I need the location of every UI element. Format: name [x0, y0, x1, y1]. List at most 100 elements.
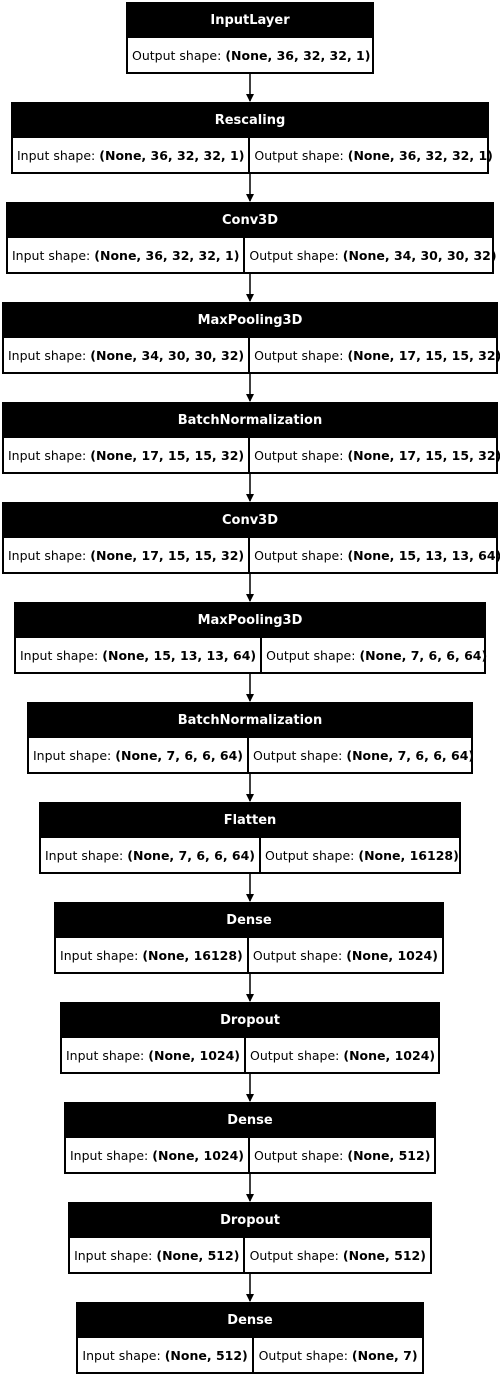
output-shape-value: (None, 1024) — [343, 1047, 436, 1063]
input-shape-value: (None, 34, 30, 30, 32) — [90, 347, 245, 363]
shape-row: Input shape:(None, 1024) Output shape:(N… — [62, 1038, 438, 1072]
output-shape-value: (None, 15, 13, 13, 64) — [347, 547, 500, 563]
input-shape-cell: Input shape:(None, 16128) — [56, 938, 247, 972]
layer-node-dropout: Dropout Input shape:(None, 512) Output s… — [68, 1202, 432, 1274]
layer-title: Dense — [66, 1104, 434, 1138]
output-shape-cell: Output shape:(None, 512) — [243, 1238, 430, 1272]
output-shape-cell: Output shape:(None, 7, 6, 6, 64) — [247, 738, 478, 772]
input-shape-label: Input shape: — [8, 347, 87, 363]
input-shape-label: Input shape: — [70, 1147, 149, 1163]
layer-title: MaxPooling3D — [16, 604, 484, 638]
input-shape-value: (None, 16128) — [142, 947, 243, 963]
shape-row: Input shape:(None, 512) Output shape:(No… — [70, 1238, 430, 1272]
layer-title: Dropout — [70, 1204, 430, 1238]
shape-row: Input shape:(None, 15, 13, 13, 64) Outpu… — [16, 638, 487, 672]
output-shape-cell: Output shape:(None, 7, 6, 6, 64) — [260, 638, 491, 672]
output-shape-label: Output shape: — [253, 747, 343, 763]
output-shape-value: (None, 34, 30, 30, 32) — [342, 247, 497, 263]
input-shape-cell: Input shape:(None, 1024) — [62, 1038, 244, 1072]
input-shape-label: Input shape: — [60, 947, 139, 963]
output-shape-label: Output shape: — [266, 647, 356, 663]
output-shape-cell: Output shape:(None, 15, 13, 13, 64) — [248, 538, 500, 572]
output-shape-value: (None, 17, 15, 15, 32) — [347, 447, 500, 463]
output-shape-value: (None, 7) — [351, 1347, 418, 1363]
output-shape-cell: Output shape:(None, 7) — [252, 1338, 422, 1372]
output-shape-value: (None, 512) — [342, 1247, 426, 1263]
output-shape-value: (None, 36, 32, 32, 1) — [347, 147, 493, 163]
layer-node-inputlayer: InputLayer Output shape:(None, 36, 32, 3… — [126, 2, 374, 74]
layer-title: BatchNormalization — [4, 404, 496, 438]
shape-row: Input shape:(None, 36, 32, 32, 1) Output… — [8, 238, 497, 272]
input-shape-cell: Input shape:(None, 36, 32, 32, 1) — [8, 238, 243, 272]
input-shape-value: (None, 36, 32, 32, 1) — [94, 247, 240, 263]
layer-title: Rescaling — [13, 104, 487, 138]
input-shape-cell: Input shape:(None, 1024) — [66, 1138, 248, 1172]
output-shape-value: (None, 36, 32, 32, 1) — [225, 47, 371, 63]
layer-title: Conv3D — [4, 504, 496, 538]
output-shape-cell: Output shape:(None, 16128) — [259, 838, 463, 872]
shape-row: Input shape:(None, 16128) Output shape:(… — [56, 938, 442, 972]
output-shape-cell: Output shape:(None, 17, 15, 15, 32) — [248, 438, 500, 472]
output-shape-value: (None, 7, 6, 6, 64) — [346, 747, 475, 763]
shape-row: Input shape:(None, 512) Output shape:(No… — [78, 1338, 422, 1372]
input-shape-cell: Input shape:(None, 512) — [78, 1338, 252, 1372]
shape-row: Input shape:(None, 34, 30, 30, 32) Outpu… — [4, 338, 500, 372]
input-shape-cell: Input shape:(None, 512) — [70, 1238, 243, 1272]
input-shape-cell: Input shape:(None, 17, 15, 15, 32) — [4, 538, 248, 572]
input-shape-label: Input shape: — [8, 447, 87, 463]
input-shape-cell: Input shape:(None, 15, 13, 13, 64) — [16, 638, 260, 672]
input-shape-value: (None, 36, 32, 32, 1) — [99, 147, 245, 163]
layer-node-dense: Dense Input shape:(None, 512) Output sha… — [76, 1302, 424, 1374]
output-shape-cell: Output shape:(None, 36, 32, 32, 1) — [248, 138, 496, 172]
input-shape-label: Input shape: — [33, 747, 112, 763]
input-shape-label: Input shape: — [12, 247, 91, 263]
layer-node-dense: Dense Input shape:(None, 1024) Output sh… — [64, 1102, 436, 1174]
layer-node-batchnormalization: BatchNormalization Input shape:(None, 17… — [2, 402, 500, 474]
shape-row: Output shape:(None, 36, 32, 32, 1) — [128, 38, 372, 72]
input-shape-value: (None, 7, 6, 6, 64) — [115, 747, 244, 763]
input-shape-cell: Input shape:(None, 36, 32, 32, 1) — [13, 138, 248, 172]
output-shape-value: (None, 17, 15, 15, 32) — [347, 347, 500, 363]
output-shape-label: Output shape: — [254, 447, 344, 463]
input-shape-label: Input shape: — [66, 1047, 145, 1063]
output-shape-label: Output shape: — [258, 1347, 348, 1363]
layer-node-flatten: Flatten Input shape:(None, 7, 6, 6, 64) … — [39, 802, 461, 874]
output-shape-value: (None, 16128) — [358, 847, 459, 863]
layer-node-dropout: Dropout Input shape:(None, 1024) Output … — [60, 1002, 440, 1074]
output-shape-value: (None, 512) — [347, 1147, 431, 1163]
output-shape-cell: Output shape:(None, 1024) — [246, 938, 442, 972]
input-shape-value: (None, 17, 15, 15, 32) — [90, 447, 245, 463]
layer-node-rescaling: Rescaling Input shape:(None, 36, 32, 32,… — [11, 102, 493, 174]
shape-row: Input shape:(None, 7, 6, 6, 64) Output s… — [41, 838, 459, 872]
layer-node-conv3d: Conv3D Input shape:(None, 17, 15, 15, 32… — [2, 502, 500, 574]
output-shape-label: Output shape: — [132, 47, 222, 63]
shape-row: Input shape:(None, 1024) Output shape:(N… — [66, 1138, 434, 1172]
shape-row: Input shape:(None, 17, 15, 15, 32) Outpu… — [4, 538, 500, 572]
layer-title: Dense — [78, 1304, 422, 1338]
layer-title: Dropout — [62, 1004, 438, 1038]
input-shape-label: Input shape: — [74, 1247, 153, 1263]
shape-row: Input shape:(None, 7, 6, 6, 64) Output s… — [29, 738, 474, 772]
input-shape-cell: Input shape:(None, 17, 15, 15, 32) — [4, 438, 248, 472]
shape-row: Input shape:(None, 36, 32, 32, 1) Output… — [13, 138, 493, 172]
input-shape-label: Input shape: — [82, 1347, 161, 1363]
output-shape-value: (None, 7, 6, 6, 64) — [359, 647, 488, 663]
input-shape-value: (None, 1024) — [152, 1147, 245, 1163]
output-shape-label: Output shape: — [254, 1147, 344, 1163]
output-shape-label: Output shape: — [250, 1047, 340, 1063]
output-shape-cell: Output shape:(None, 34, 30, 30, 32) — [243, 238, 500, 272]
layer-node-dense: Dense Input shape:(None, 16128) Output s… — [54, 902, 444, 974]
output-shape-cell: Output shape:(None, 36, 32, 32, 1) — [128, 38, 374, 72]
input-shape-cell: Input shape:(None, 34, 30, 30, 32) — [4, 338, 248, 372]
output-shape-label: Output shape: — [254, 547, 344, 563]
layer-title: Dense — [56, 904, 442, 938]
output-shape-label: Output shape: — [254, 147, 344, 163]
layer-title: InputLayer — [128, 4, 372, 38]
layer-title: MaxPooling3D — [4, 304, 496, 338]
layer-node-maxpooling3d: MaxPooling3D Input shape:(None, 34, 30, … — [2, 302, 500, 374]
output-shape-label: Output shape: — [265, 847, 355, 863]
output-shape-value: (None, 1024) — [346, 947, 438, 963]
shape-row: Input shape:(None, 17, 15, 15, 32) Outpu… — [4, 438, 500, 472]
input-shape-value: (None, 7, 6, 6, 64) — [127, 847, 256, 863]
input-shape-label: Input shape: — [8, 547, 87, 563]
